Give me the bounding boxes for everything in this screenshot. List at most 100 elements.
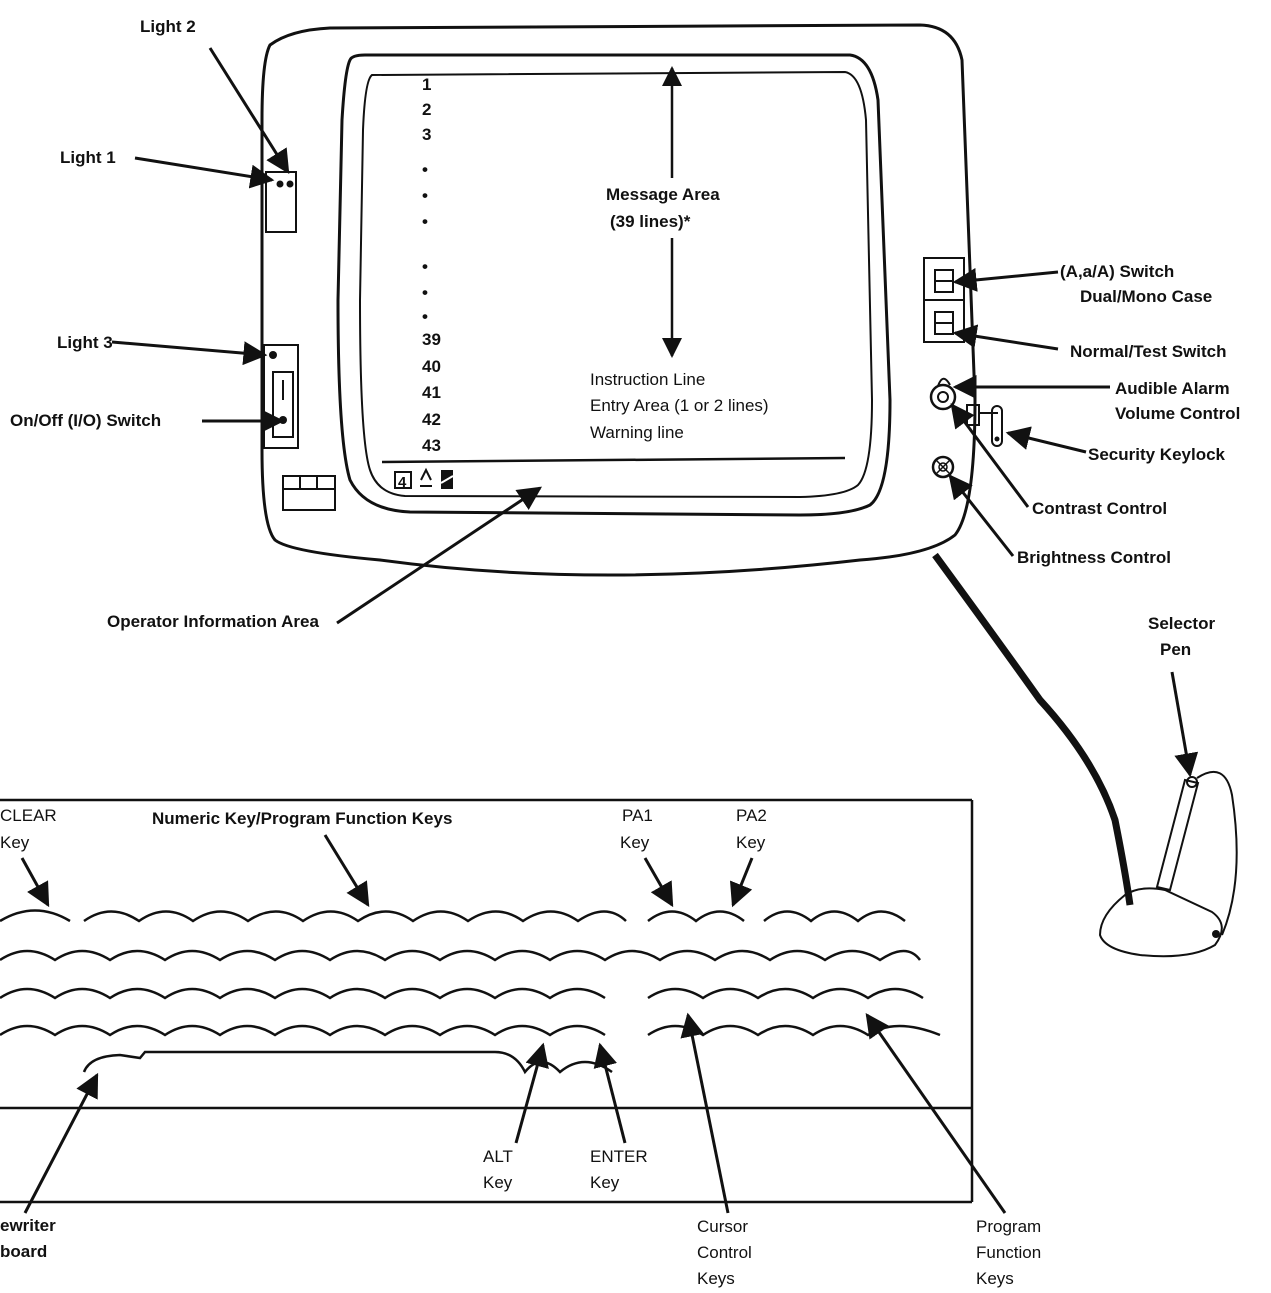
alarm-sublabel: Volume Control (1115, 404, 1241, 423)
arrow-contrast (950, 403, 1030, 508)
space-bar-row (82, 1050, 613, 1075)
arrow-brightness (948, 474, 1015, 557)
key-row-1-pa (647, 910, 745, 923)
contrast-label: Contrast Control (1032, 499, 1168, 518)
screen-display (358, 70, 874, 499)
alt-key-label: ALT (483, 1147, 513, 1166)
typewriter-keyboard-sublabel: board (0, 1242, 48, 1261)
monitor-housing (260, 23, 977, 577)
onoff-switch-label: On/Off (I/O) Switch (10, 411, 162, 430)
selector-pen-base (1098, 887, 1223, 958)
line-number-1: 1 (422, 75, 432, 94)
selector-pen-cable (932, 552, 1134, 906)
cursor-keys-sublabel-1: Control (697, 1243, 752, 1262)
arrow-cursor (680, 1012, 730, 1214)
selector-pen-label: Selector (1148, 614, 1216, 633)
arrow-selector-pen (1170, 671, 1199, 778)
cursor-keys-label: Cursor (697, 1217, 749, 1236)
numeric-keys-label: Numeric Key/Program Function Keys (152, 809, 453, 828)
pa1-sublabel: Key (620, 833, 650, 852)
message-area-lines: (39 lines)* (610, 212, 691, 231)
enter-key-label: ENTER (590, 1147, 648, 1166)
arrow-typewriter (23, 1072, 99, 1214)
arrow-case-switch (952, 267, 1059, 292)
operator-info-label: Operator Information Area (107, 612, 319, 631)
pf-keys-sublabel-2: Keys (976, 1269, 1014, 1288)
typewriter-keyboard-label: ewriter (0, 1216, 56, 1235)
selector-pen (1155, 778, 1200, 892)
arrow-alt (514, 1042, 549, 1144)
enter-key-sublabel: Key (590, 1173, 620, 1192)
case-switch-sublabel: Dual/Mono Case (1080, 287, 1213, 306)
security-keylock (966, 404, 980, 426)
pa1-label: PA1 (622, 806, 653, 825)
line-number-43: 43 (422, 436, 441, 455)
light3-indicator (269, 351, 277, 359)
light2-indicator (286, 180, 294, 188)
line-number-40: 40 (422, 357, 441, 376)
line-dot: • (422, 186, 428, 205)
arrow-operator-info (336, 486, 542, 625)
line-number-2: 2 (422, 100, 432, 119)
light2-label: Light 2 (140, 17, 196, 36)
line-number-42: 42 (422, 410, 441, 429)
power-panel (263, 344, 299, 449)
line-dot: • (422, 283, 428, 302)
selector-pen-sublabel: Pen (1160, 640, 1192, 659)
case-switch-label: (A,a/A) Switch (1060, 262, 1175, 281)
connector-block (282, 475, 336, 511)
line-dot: • (422, 160, 428, 179)
pa2-label: PA2 (736, 806, 767, 825)
pf-keys-sublabel-1: Function (976, 1243, 1042, 1262)
line-number-3: 3 (422, 125, 432, 144)
arrow-pa2 (729, 857, 754, 908)
light1-label: Light 1 (60, 148, 116, 167)
instruction-line-label: Instruction Line (590, 370, 706, 389)
light1-indicator (276, 180, 284, 188)
pf-keys-label: Program (976, 1217, 1042, 1236)
line-number-41: 41 (422, 383, 441, 402)
arrow-light1 (134, 156, 275, 189)
arrow-numeric (323, 834, 370, 908)
arrow-pa1 (643, 857, 674, 908)
key-row-1-main (83, 910, 627, 923)
alarm-volume-knob (929, 383, 957, 411)
clear-key-sublabel: Key (0, 833, 30, 852)
brightness-knob (931, 455, 955, 479)
key-row-3-right (647, 987, 924, 1000)
normal-test-label: Normal/Test Switch (1070, 342, 1227, 361)
screen-bezel (336, 53, 892, 517)
light3-label: Light 3 (57, 333, 113, 352)
brightness-label: Brightness Control (1017, 548, 1171, 567)
line-dot: • (422, 257, 428, 276)
clear-key-label: CLEAR (0, 806, 57, 825)
alt-key-sublabel: Key (483, 1173, 513, 1192)
arrow-normal-test (952, 324, 1059, 351)
key-row-2 (0, 949, 922, 962)
arrow-light3 (111, 340, 268, 366)
arrow-keylock (1005, 426, 1087, 454)
key-row-4-main (0, 1024, 606, 1037)
key-row-3-main (0, 987, 606, 1000)
oia-symbol-4 (394, 471, 412, 489)
keylock-label: Security Keylock (1088, 445, 1226, 464)
svg-text:4: 4 (398, 474, 407, 491)
line-number-39: 39 (422, 330, 441, 349)
entry-area-label: Entry Area (1 or 2 lines) (590, 396, 769, 415)
keys (0, 909, 941, 1075)
onoff-switch (272, 371, 294, 438)
arrow-clear (20, 857, 50, 908)
alarm-label: Audible Alarm (1115, 379, 1230, 398)
message-area-label: Message Area (606, 185, 720, 204)
key-row-1-right (763, 910, 906, 923)
oia-symbol-a (420, 467, 432, 487)
arrow-pf (865, 1013, 1007, 1214)
line-dot: • (422, 212, 428, 231)
line-dot: • (422, 307, 428, 326)
pa2-sublabel: Key (736, 833, 766, 852)
warning-line-label: Warning line (590, 423, 684, 442)
cursor-keys-sublabel-2: Keys (697, 1269, 735, 1288)
operator-area-divider (381, 456, 846, 464)
key-row-1-left (0, 909, 71, 923)
